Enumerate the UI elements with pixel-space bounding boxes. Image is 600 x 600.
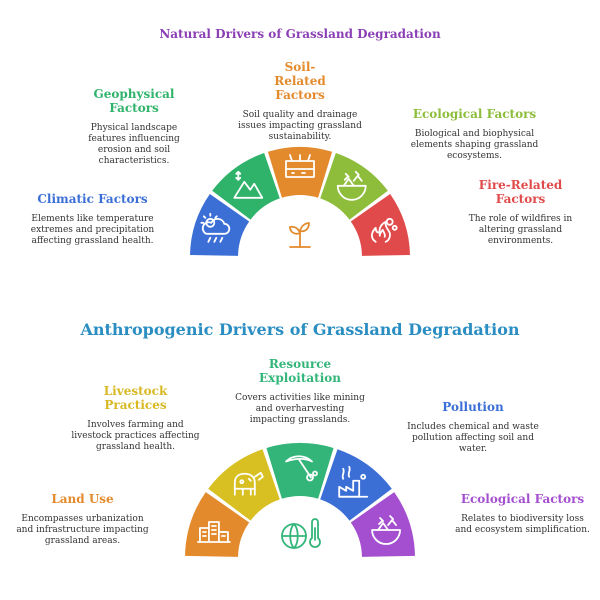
globe-thermometer-icon [281,518,321,549]
ecological-factors-anthro-desc: Relates to biodiversity loss and ecosyst… [455,514,590,535]
ecological-factors-block: Ecological Factors Biological and biophy… [402,107,547,162]
anthropogenic-drivers-title: Anthropogenic Drivers of Grassland Degra… [80,320,520,339]
land-use-block: Land Use Encompasses urbanization and in… [15,492,150,547]
livestock-practices-block: Livestock Practices Involves farming and… [68,384,203,453]
pickaxe-icon [285,455,318,482]
pollution-desc: Includes chemical and waste pollution af… [407,422,539,454]
pollution-wedge [320,449,392,521]
geophysical-factors-desc: Physical landscape features influencing … [88,123,180,166]
livestock-practices-wedge [208,449,280,521]
resource-exploitation-wedge [266,442,334,499]
soil-related-factors-heading: Soil-Related Factors [274,60,326,102]
climatic-factors-block: Climatic Factors Elements like temperatu… [15,192,170,247]
soil-related-factors-wedge [267,147,333,198]
livestock-practices-heading: Livestock Practices [103,384,168,412]
land-use-wedge [185,492,250,557]
climatic-factors-heading: Climatic Factors [37,192,148,206]
resource-exploitation-desc: Covers activities like mining and overha… [235,393,365,425]
weather-cloud-sun-rain-icon [200,212,231,243]
natural-fan [190,147,410,256]
anthropogenic-fan [185,442,415,557]
climatic-factors-desc: Elements like temperature extremes and p… [30,214,155,246]
geophysical-factors-wedge [212,153,280,220]
ecosystem-landscape-icon [371,515,401,545]
geophysical-factors-heading: Geophysical Factors [93,87,175,115]
land-use-heading: Land Use [51,492,114,506]
resource-exploitation-heading: Resource Exploitation [259,357,341,385]
soil-related-factors-block: Soil-Related Factors Soil quality and dr… [235,60,365,143]
fire-related-factors-block: Fire-Related Factors The role of wildfir… [458,178,583,247]
ecological-factors-anthro-block: Ecological Factors Relates to biodiversi… [455,492,590,536]
ecological-factors-anthro-heading: Ecological Factors [460,492,585,506]
pollution-block: Pollution Includes chemical and waste po… [403,400,543,455]
ecosystem-landscape-icon [336,170,367,201]
land-use-desc: Encompasses urbanization and infrastruct… [16,514,149,546]
buildings-icon [197,521,231,543]
geophysical-factors-block: Geophysical Factors Physical landscape f… [78,87,190,167]
soil-related-factors-desc: Soil quality and drainage issues impacti… [238,110,362,142]
fire-related-factors-desc: The role of wildfires in altering grassl… [468,214,573,246]
livestock-practices-desc: Involves farming and livestock practices… [71,420,200,452]
climatic-factors-wedge [190,193,250,256]
fire-related-factors-heading: Fire-Related Factors [478,178,563,206]
mountain-elevation-icon [233,170,264,199]
pollution-heading: Pollution [442,400,504,414]
wildfire-icon [371,217,398,243]
ecological-factors-desc: Biological and biophysical elements shap… [410,129,539,161]
resource-exploitation-block: Resource Exploitation Covers activities … [233,357,367,426]
ecological-factors-heading: Ecological Factors [412,107,537,121]
soil-layers-icon [285,154,315,178]
plant-growing-icon [289,222,311,248]
factory-pollution-icon [338,465,369,498]
cow-icon [233,471,264,496]
natural-drivers-title: Natural Drivers of Grassland Degradation [159,27,441,41]
